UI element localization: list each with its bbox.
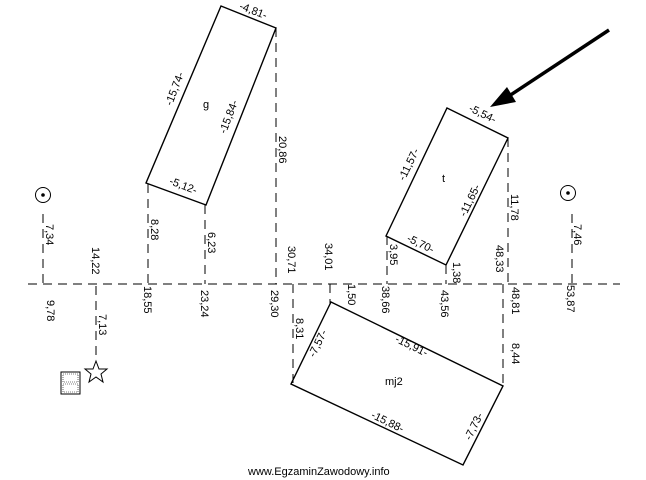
offset-label: 3,95 xyxy=(387,244,399,265)
offset-label: 6,23 xyxy=(205,232,217,253)
g-side-right: -15,84- xyxy=(217,98,241,135)
chainage-label: 29,30 xyxy=(268,290,280,318)
survey-point-icon xyxy=(560,185,576,201)
building-g xyxy=(145,5,277,206)
offset-label: 1,38 xyxy=(450,262,462,283)
building-mj2 xyxy=(290,301,504,466)
offset-label: 8,28 xyxy=(148,219,160,240)
offset-label: 7,34 xyxy=(43,224,55,245)
offset-label: 20,86 xyxy=(276,136,288,164)
survey-point-icon xyxy=(35,187,51,203)
chainage-label: 9,78 xyxy=(44,300,56,321)
arrow-icon xyxy=(490,28,610,107)
building-mj2-label: mj2 xyxy=(385,376,403,388)
chainage-label: 53,87 xyxy=(564,285,576,313)
chainage-label: 34,01 xyxy=(322,243,334,271)
offset-label: 8,44 xyxy=(509,343,521,364)
offset-label: 7,46 xyxy=(571,224,583,245)
chainage-label: 14,22 xyxy=(89,247,101,275)
t-side-right: -11,65- xyxy=(457,182,483,218)
star-point-icon xyxy=(83,359,109,384)
chainage-label: 38,66 xyxy=(379,286,391,314)
offset-label: 8,31 xyxy=(293,318,305,339)
building-t-label: t xyxy=(442,173,445,185)
watermark: www.EgzaminZawodowy.info xyxy=(247,466,390,478)
mj2-side-top: -15,91- xyxy=(393,333,430,359)
chainage-label: 30,71 xyxy=(285,246,297,274)
chainage-label: 43,56 xyxy=(438,290,450,318)
g-side-bottom: -5,12- xyxy=(168,175,199,197)
offset-label: 1,50 xyxy=(345,284,357,305)
chainage-label: 48,33 xyxy=(493,245,505,273)
mj2-side-bottom: -15,88- xyxy=(369,409,406,435)
offset-label: 11,78 xyxy=(508,194,520,221)
chainage-label: 23,24 xyxy=(198,290,210,318)
chainage-label: 48,81 xyxy=(509,287,521,315)
chainage-label: 18,55 xyxy=(141,286,153,314)
grid-box-icon xyxy=(60,371,81,395)
building-t xyxy=(385,107,509,266)
g-side-left: -15,74- xyxy=(163,70,187,107)
t-side-left: -11,57- xyxy=(396,146,422,182)
building-g-label: g xyxy=(203,99,209,111)
offset-label: 7,13 xyxy=(96,314,108,335)
